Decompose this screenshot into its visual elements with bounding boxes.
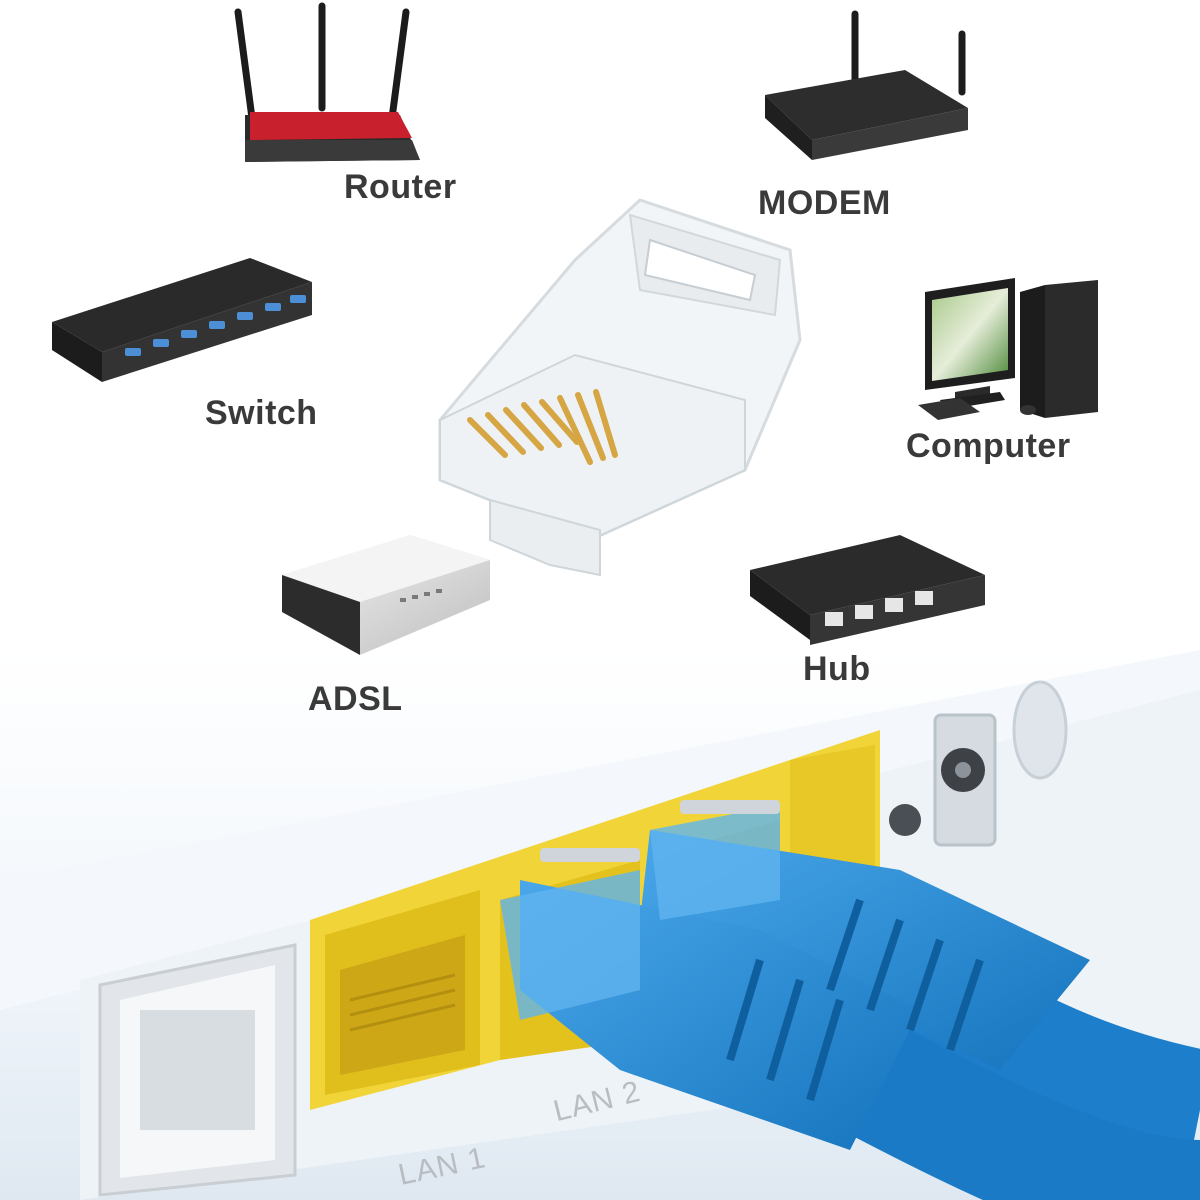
computer-device	[918, 278, 1098, 420]
hub-label: Hub	[803, 650, 871, 688]
power-jack	[889, 680, 1068, 847]
modem-device	[765, 10, 968, 160]
rj45-connector	[438, 198, 802, 577]
hub-device	[750, 535, 985, 645]
blue-ethernet-cables	[500, 800, 1200, 1200]
modem-label: MODEM	[758, 184, 891, 222]
phone-port	[98, 943, 297, 1197]
switch-label: Switch	[205, 394, 318, 432]
router-back-panel-photo	[0, 650, 1200, 1200]
computer-label: Computer	[906, 427, 1071, 465]
switch-device	[52, 258, 312, 382]
router-device	[234, 2, 420, 162]
adsl-device	[282, 535, 490, 655]
adsl-label: ADSL	[308, 680, 403, 718]
router-label: Router	[344, 168, 457, 206]
